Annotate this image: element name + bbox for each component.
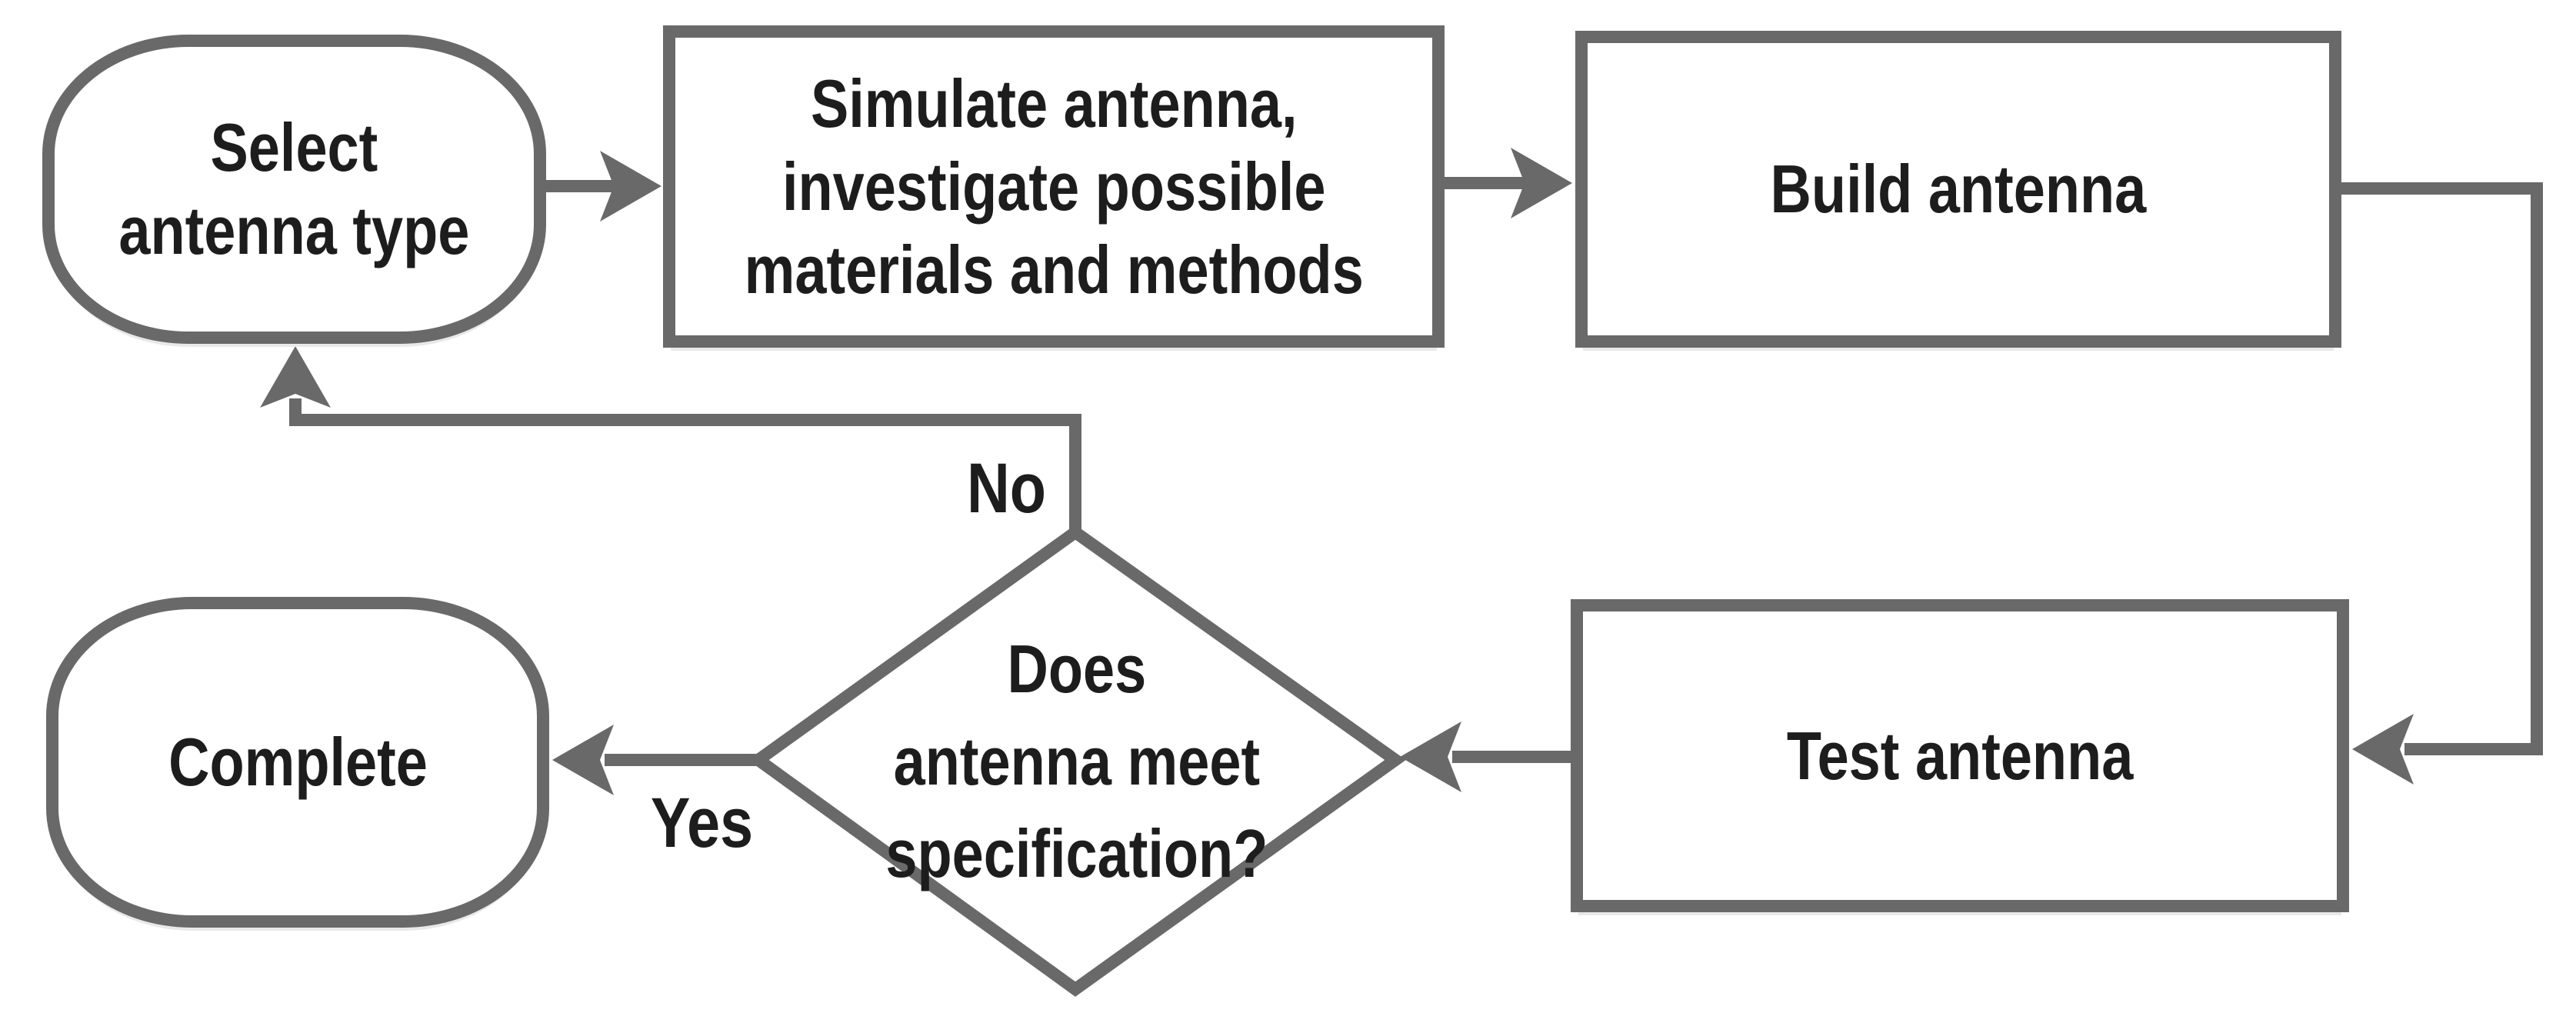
- arrowhead-into-build: [1511, 148, 1572, 218]
- arrowhead-into-complete: [552, 725, 614, 795]
- edge-build-to-test: [2338, 182, 2543, 755]
- node-label-line: antenna meet: [893, 723, 1261, 799]
- edge-label-yes: Yes: [650, 784, 754, 862]
- edge-label-no: No: [966, 449, 1046, 528]
- node-test-label: Test antenna: [1787, 715, 2133, 798]
- node-complete-label: Complete: [168, 721, 428, 804]
- node-simulate-label: Simulate antenna, investigate possible m…: [744, 62, 1363, 312]
- node-label-line: Complete: [168, 724, 428, 800]
- arrowhead-into-decision: [1400, 721, 1461, 792]
- node-label-line: Build antenna: [1770, 151, 2147, 227]
- node-label-line: antenna type: [118, 192, 470, 268]
- arrowhead-into-test: [2352, 714, 2414, 785]
- node-complete: Complete: [46, 597, 549, 928]
- node-label-line: Simulate antenna,: [810, 65, 1298, 142]
- node-build-label: Build antenna: [1771, 148, 2147, 231]
- node-test-antenna: Test antenna: [1571, 599, 2349, 912]
- node-select-antenna-type: Select antenna type: [42, 35, 546, 344]
- arrowhead-into-simulate: [600, 151, 661, 222]
- node-label-line: investigate possible: [781, 148, 1326, 225]
- edge-decision-to-select: [289, 398, 1081, 535]
- node-build-antenna: Build antenna: [1575, 31, 2341, 348]
- node-label-line: Does: [1007, 631, 1147, 707]
- node-label-line: Select: [210, 109, 378, 185]
- arrowhead-into-select: [260, 346, 331, 408]
- node-decision: Does antenna meet specification?: [761, 538, 1392, 985]
- node-label-line: Test antenna: [1786, 717, 2134, 794]
- decision-diamond-shape: [748, 525, 1406, 997]
- node-label-line: materials and methods: [744, 231, 1364, 308]
- node-simulate-antenna: Simulate antenna, investigate possible m…: [663, 25, 1445, 348]
- node-select-label: Select antenna type: [119, 106, 470, 272]
- node-label-line: specification?: [885, 815, 1268, 891]
- node-decision-label: Does antenna meet specification?: [885, 623, 1268, 900]
